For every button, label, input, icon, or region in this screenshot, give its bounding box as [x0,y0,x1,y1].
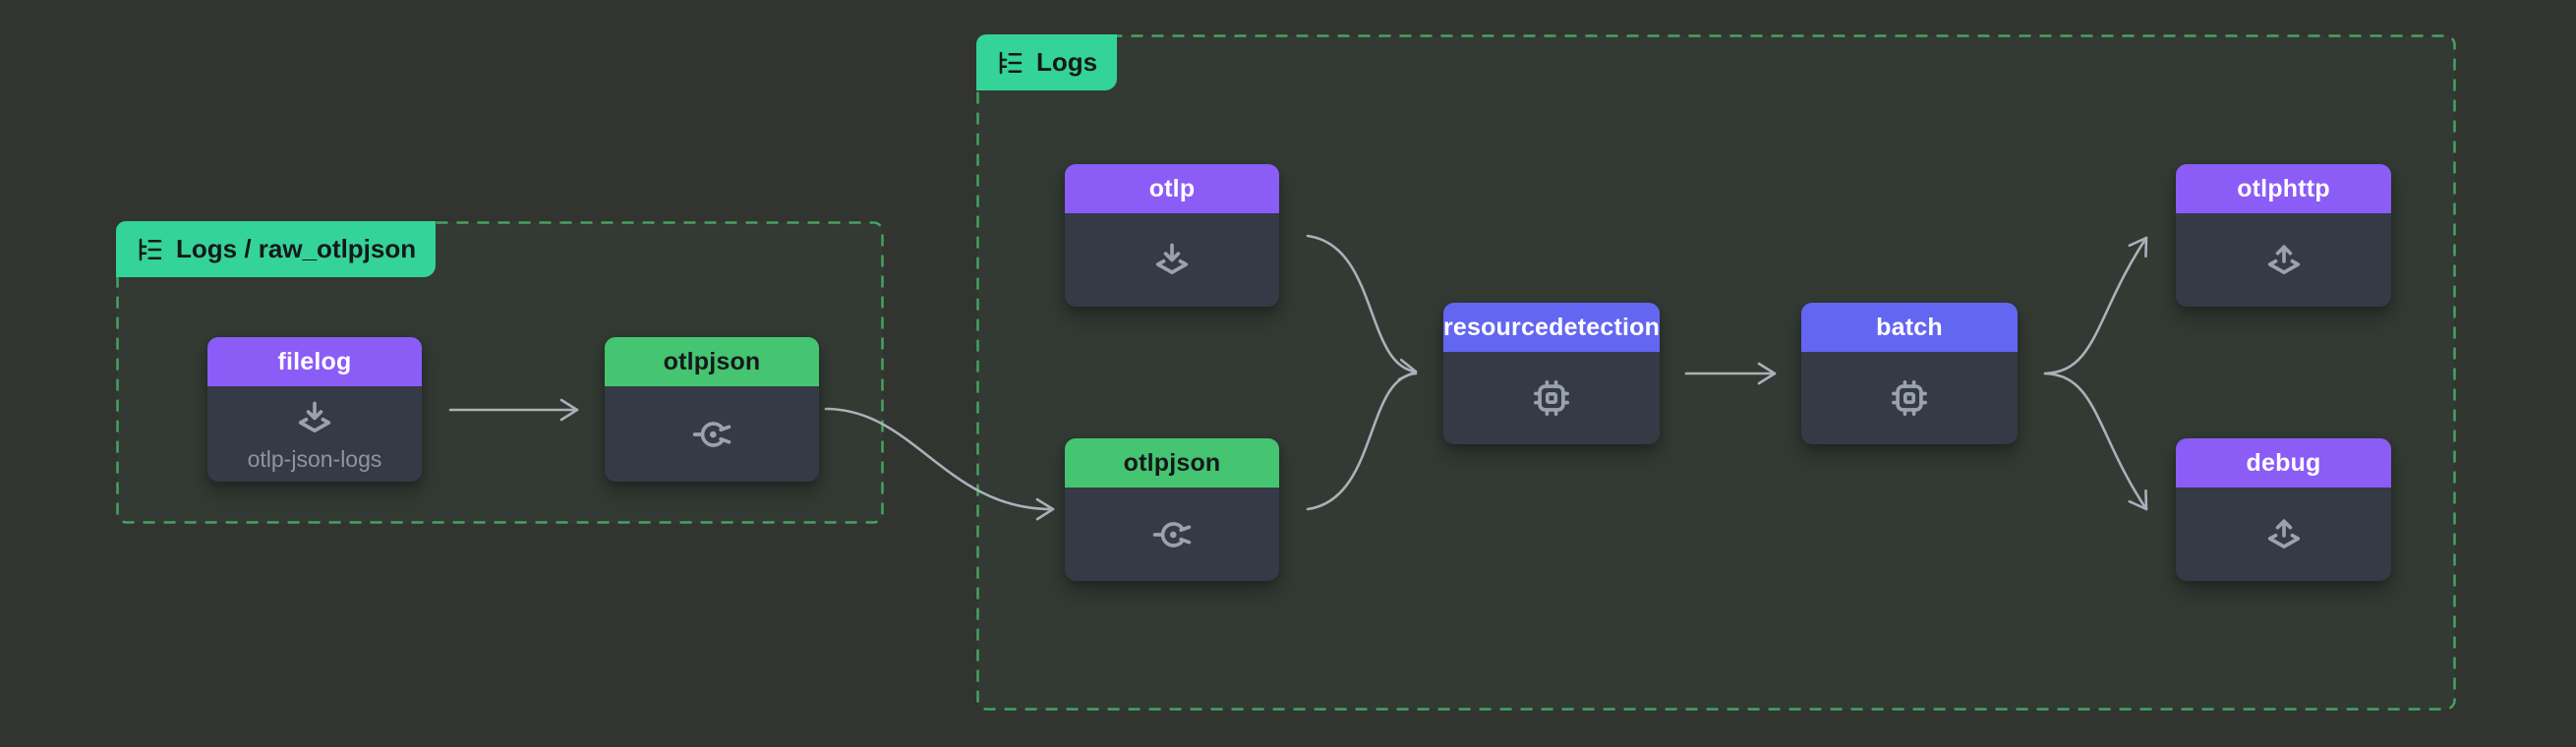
exporter-icon [2262,239,2306,282]
node-header: batch [1801,303,2018,352]
processor-icon [1888,376,1931,420]
node-label: batch [1876,313,1943,341]
node-body [2176,213,2391,307]
node-body: otlp-json-logs [207,386,422,482]
receiver-icon [1150,239,1194,282]
node-subtitle: otlp-json-logs [247,446,382,472]
node-label: otlp [1148,174,1196,202]
node-label: otlpjson [663,347,761,375]
node-resourcedetection[interactable]: resourcedetection [1443,303,1660,444]
node-body [1065,488,1279,581]
node-label: otlphttp [2237,174,2330,202]
receiver-icon [293,397,336,440]
logs-icon [136,235,165,264]
node-debug[interactable]: debug [2176,438,2391,581]
edge-otlpjson-raw-to-otlpjson [824,407,1055,521]
node-body [605,386,819,482]
node-header: otlp [1065,164,1279,213]
node-header: otlpjson [605,337,819,386]
node-body [2176,488,2391,581]
node-otlpjson-raw[interactable]: otlpjson [605,337,819,482]
edge-batch-to-otlphttp [2043,236,2148,375]
edge-otlp-to-resourcedetection [1306,234,1418,381]
node-label: filelog [277,347,352,375]
node-label: otlpjson [1123,448,1221,477]
node-header: otlpjson [1065,438,1279,488]
node-otlpjson[interactable]: otlpjson [1065,438,1279,581]
node-body [1443,352,1660,444]
exporter-icon [2262,513,2306,556]
pipeline-badge-logs-raw-otlpjson: Logs / raw_otlpjson [116,221,437,277]
pipeline-badge-label: Logs [1036,47,1098,77]
node-label: resourcedetection [1443,313,1660,341]
pipeline-badge-label: Logs / raw_otlpjson [176,234,417,263]
edge-batch-to-debug [2043,372,2148,511]
edge-otlpjson-to-resourcedetection [1306,372,1418,511]
connector-icon [690,413,733,456]
node-header: debug [2176,438,2391,488]
node-filelog[interactable]: filelog otlp-json-logs [207,337,422,482]
processor-icon [1530,376,1573,420]
node-batch[interactable]: batch [1801,303,2018,444]
pipeline-badge-logs: Logs [976,34,1118,90]
node-body [1801,352,2018,444]
node-body [1065,213,1279,307]
node-header: filelog [207,337,422,386]
logs-icon [996,48,1025,78]
node-header: otlphttp [2176,164,2391,213]
node-otlphttp[interactable]: otlphttp [2176,164,2391,307]
node-header: resourcedetection [1443,303,1660,352]
connector-icon [1150,513,1194,556]
node-label: debug [2246,448,2321,477]
node-otlp[interactable]: otlp [1065,164,1279,307]
